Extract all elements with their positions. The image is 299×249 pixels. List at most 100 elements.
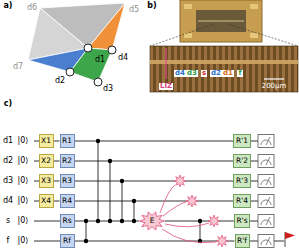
gate-box: R'1	[233, 134, 250, 148]
meter-needle	[266, 197, 270, 205]
gate-box: R's	[234, 214, 250, 228]
resonator-band	[150, 60, 298, 64]
gate-label: R'4	[236, 197, 248, 205]
qubit-label: d1	[95, 56, 105, 64]
gate-label: Rs	[62, 217, 71, 225]
error-path	[165, 223, 209, 227]
gate-box: R'4	[233, 194, 250, 208]
bond-pad	[250, 4, 258, 9]
meter-needle	[266, 137, 270, 145]
qubit-vertex	[94, 78, 102, 86]
gate-label: Rf	[63, 237, 71, 245]
qubit-label: d3	[3, 177, 13, 185]
meter-box	[258, 235, 274, 248]
cz-link	[86, 221, 87, 241]
qubit-wire	[75, 241, 235, 242]
meter-box	[258, 195, 274, 208]
bond-pad	[184, 33, 192, 38]
cz-dot	[84, 239, 88, 243]
measurement-symbol	[258, 175, 274, 188]
burst-shape	[140, 212, 165, 230]
meter-needle	[266, 237, 270, 245]
error-path	[162, 229, 216, 243]
classical-wire	[274, 241, 284, 242]
cz-link	[200, 221, 201, 241]
qubit-label: d6	[27, 4, 37, 12]
cz-dot	[108, 159, 112, 163]
ket-label: |0⟩	[18, 177, 29, 185]
cz-link	[98, 141, 99, 221]
gate-box: R4	[60, 194, 75, 208]
error-burst-small	[186, 195, 198, 207]
gate-label: R1	[62, 137, 72, 145]
gate-label: E	[150, 217, 155, 225]
meter-box	[258, 175, 274, 188]
qubit-label: d2	[55, 77, 65, 85]
gate-box: X1	[39, 134, 54, 148]
cz-dot	[132, 219, 136, 223]
gate-label: R'f	[237, 237, 247, 245]
chip-qubit-label: d1	[222, 70, 234, 77]
gate-box: Rs	[60, 214, 75, 228]
liz-label: LIZ	[159, 83, 173, 90]
chip-qubit-label: f	[237, 70, 242, 77]
qubit-label: d2	[3, 157, 13, 165]
gate-box: R'2	[233, 154, 250, 168]
gate-label: X1	[41, 137, 51, 145]
gate-box: X2	[39, 154, 54, 168]
qubit-vertex	[108, 46, 116, 54]
cz-dot	[120, 219, 124, 223]
zoom-line	[228, 24, 298, 46]
chip-board	[180, 0, 262, 42]
cz-dot	[96, 139, 100, 143]
gate-label: R's	[236, 217, 247, 225]
chip-feedline	[198, 20, 244, 21]
chip-qubit-label: d2	[210, 70, 222, 77]
gate-box: R'3	[233, 174, 250, 188]
error-burst-small	[216, 235, 228, 247]
qubit-label: d5	[129, 6, 139, 14]
meter-box	[258, 155, 274, 168]
gate-box: R'f	[235, 234, 250, 248]
gate-label: R'1	[236, 137, 248, 145]
cz-dot	[198, 219, 202, 223]
meter-needle	[266, 217, 270, 225]
error-burst: E	[139, 211, 165, 231]
zoom-line	[150, 24, 214, 46]
panel-letter: c)	[4, 100, 12, 108]
error-burst-small	[208, 215, 220, 227]
gate-label: R'3	[236, 177, 248, 185]
gate-box: Rf	[60, 234, 75, 248]
ket-label: |0⟩	[18, 157, 29, 165]
cz-dot	[84, 219, 88, 223]
chip-micrograph	[150, 46, 298, 92]
meter-box	[258, 215, 274, 228]
orange-face	[88, 3, 125, 50]
qubit-label: d1	[3, 137, 13, 145]
error-burst-small	[174, 175, 186, 187]
gate-label: R'2	[236, 157, 248, 165]
gate-label: R4	[62, 197, 72, 205]
meter-needle	[266, 177, 270, 185]
measurement-symbol	[258, 155, 274, 168]
gate-label: X4	[41, 197, 51, 205]
cz-dot	[96, 219, 100, 223]
meter-needle	[266, 157, 270, 165]
chip-die	[196, 10, 246, 32]
bond-pad	[250, 33, 258, 38]
flag-symbol	[285, 232, 295, 239]
error-path	[163, 202, 186, 216]
qubit-vertex	[66, 68, 74, 76]
qubit-vertex	[84, 44, 92, 52]
qubit-label: d7	[13, 63, 23, 71]
gate-box: X3	[39, 174, 54, 188]
qubit-label: d3	[103, 85, 113, 93]
qubit-label: d4	[118, 54, 128, 62]
gate-box: R2	[60, 154, 75, 168]
meter-box	[258, 135, 274, 148]
chip-qubit-label: d3	[186, 70, 198, 77]
qubit-label: d4	[3, 197, 13, 205]
qubit-label: s	[6, 217, 10, 225]
